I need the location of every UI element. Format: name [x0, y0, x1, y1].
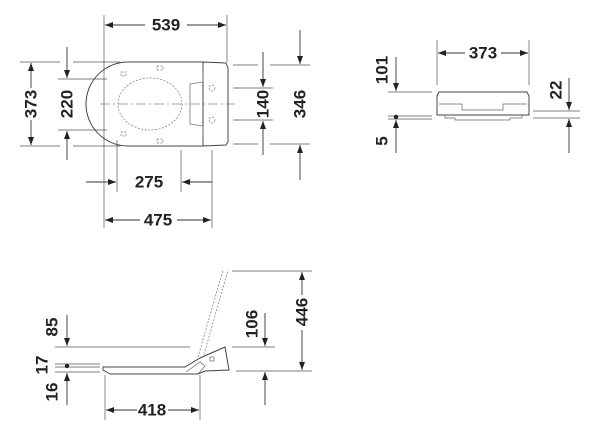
open-lid-outline	[197, 269, 229, 359]
dim-373-label: 373	[22, 90, 41, 118]
dim-446-label: 446	[293, 298, 312, 326]
dim-22-label: 22	[547, 81, 566, 100]
dim-418-label: 418	[138, 401, 166, 420]
dim-220-label: 220	[58, 90, 77, 118]
dim-475-label: 475	[144, 211, 172, 230]
dim-275-label: 275	[135, 173, 163, 192]
dim-5-label: 5	[373, 136, 392, 145]
dim-85-label: 85	[43, 318, 62, 337]
dim-101-label: 101	[373, 56, 392, 84]
front-view: 373 101 5 22	[373, 40, 580, 153]
dim-16-label: 16	[43, 383, 62, 402]
dim-539-label: 539	[152, 16, 180, 35]
side-view: 85 17 16 418 106 446	[33, 269, 312, 420]
top-view: 539 373 220 140 346 275 475	[20, 15, 310, 230]
dim-373-front-label: 373	[469, 44, 497, 63]
dim-106-label: 106	[243, 310, 262, 338]
dim-140-label: 140	[254, 90, 273, 118]
dim-17-label: 17	[33, 356, 52, 375]
seat-front-outline	[436, 91, 530, 116]
dim-346-label: 346	[291, 90, 310, 118]
seat-side-outline	[102, 346, 230, 375]
